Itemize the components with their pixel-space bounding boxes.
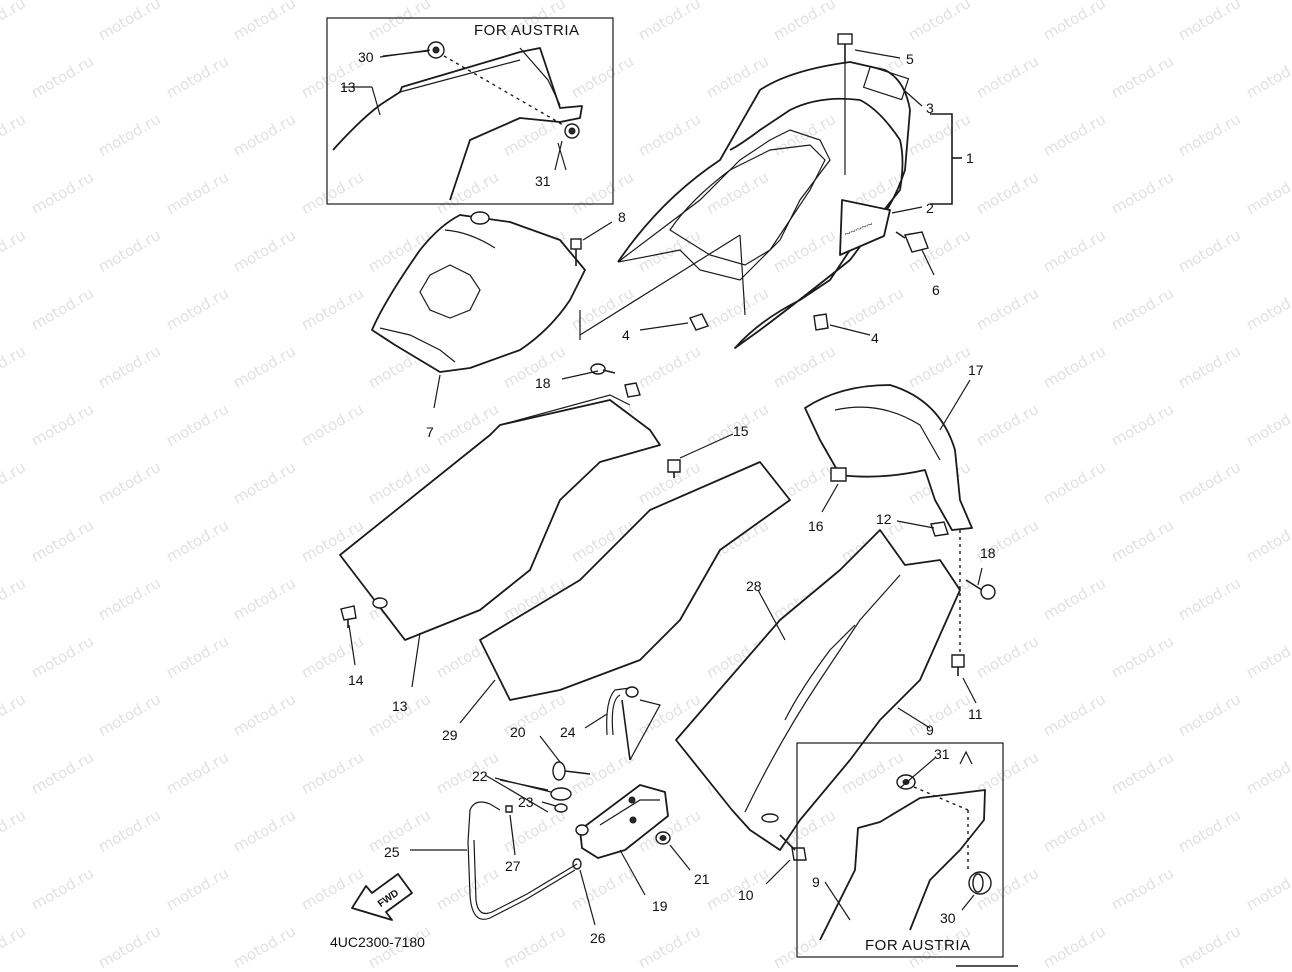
side-cover-13 bbox=[339, 363, 681, 641]
clip-27-icon bbox=[505, 805, 513, 813]
callout-16: 16 bbox=[808, 518, 824, 534]
nut-4b-icon bbox=[813, 313, 829, 331]
callout-31: 31 bbox=[934, 746, 950, 762]
leader-lines bbox=[348, 49, 983, 926]
callout-23: 23 bbox=[518, 794, 534, 810]
callout-6: 6 bbox=[932, 282, 940, 298]
bolt-20-icon bbox=[552, 761, 591, 781]
tank-cover-7 bbox=[371, 211, 586, 373]
callout-numbers: 30 13 31 5 3 1 2 6 8 4 4 7 18 15 17 16 1… bbox=[340, 49, 996, 946]
callout-10: 10 bbox=[738, 887, 754, 903]
callout-26: 26 bbox=[590, 930, 606, 946]
callout-24: 24 bbox=[560, 724, 576, 740]
callout-31: 31 bbox=[535, 173, 551, 189]
nut-4a-icon bbox=[689, 313, 709, 331]
clip-16-icon bbox=[830, 467, 847, 482]
callout-9: 9 bbox=[812, 874, 820, 890]
washer-22-icon bbox=[550, 787, 572, 801]
callout-18: 18 bbox=[980, 545, 996, 561]
callout-3: 3 bbox=[926, 100, 934, 116]
callout-22: 22 bbox=[472, 768, 488, 784]
callout-18: 18 bbox=[535, 375, 551, 391]
fwd-arrow-icon: FWD bbox=[351, 873, 413, 921]
callout-25: 25 bbox=[384, 844, 400, 860]
callout-7: 7 bbox=[426, 424, 434, 440]
callout-29: 29 bbox=[442, 727, 458, 743]
callout-9: 9 bbox=[926, 722, 934, 738]
callout-12: 12 bbox=[876, 511, 892, 527]
callout-13: 13 bbox=[392, 698, 408, 714]
callout-1: 1 bbox=[966, 150, 974, 166]
callout-30: 30 bbox=[940, 910, 956, 926]
side-cover-9 bbox=[675, 529, 996, 861]
washer-23-icon bbox=[554, 803, 568, 813]
callout-15: 15 bbox=[733, 423, 749, 439]
callout-13: 13 bbox=[340, 79, 356, 95]
rear-fender-17 bbox=[804, 384, 973, 537]
inset-top: FOR AUSTRIA bbox=[326, 17, 614, 205]
bolt-18b-icon bbox=[965, 579, 996, 600]
callout-4: 4 bbox=[871, 330, 879, 346]
callout-20: 20 bbox=[510, 724, 526, 740]
screw-14-icon bbox=[340, 605, 357, 628]
bolt-6-icon bbox=[895, 231, 929, 253]
drawing-code: 4UC2300-7180 bbox=[330, 934, 425, 950]
inset-bottom-header: FOR AUSTRIA bbox=[865, 937, 971, 954]
callout-21: 21 bbox=[694, 871, 710, 887]
callout-5: 5 bbox=[906, 51, 914, 67]
callout-11: 11 bbox=[968, 706, 983, 722]
callout-19: 19 bbox=[652, 898, 668, 914]
callout-17: 17 bbox=[968, 362, 984, 378]
callout-28: 28 bbox=[746, 578, 762, 594]
screw-10-icon bbox=[779, 834, 807, 861]
bolt-5-icon bbox=[837, 33, 853, 64]
callout-4: 4 bbox=[622, 327, 630, 343]
clip-12-icon bbox=[930, 521, 949, 537]
seat-assembly: ~~~~~ bbox=[579, 33, 962, 349]
inset-bottom: FOR AUSTRIA bbox=[796, 742, 1004, 958]
screw-15-icon bbox=[667, 459, 681, 478]
callout-8: 8 bbox=[618, 209, 626, 225]
callout-14: 14 bbox=[348, 672, 364, 688]
screw-11-icon bbox=[951, 654, 965, 676]
panel-29 bbox=[479, 461, 791, 701]
bolt-8-icon bbox=[570, 238, 582, 266]
callout-27: 27 bbox=[505, 858, 521, 874]
inset-top-header: FOR AUSTRIA bbox=[474, 22, 580, 39]
bolt-18a-icon bbox=[590, 363, 616, 375]
small-parts-group: FWD bbox=[351, 686, 671, 921]
callout-2: 2 bbox=[926, 200, 934, 216]
seat-label-3 bbox=[862, 65, 910, 101]
callout-30: 30 bbox=[358, 49, 374, 65]
